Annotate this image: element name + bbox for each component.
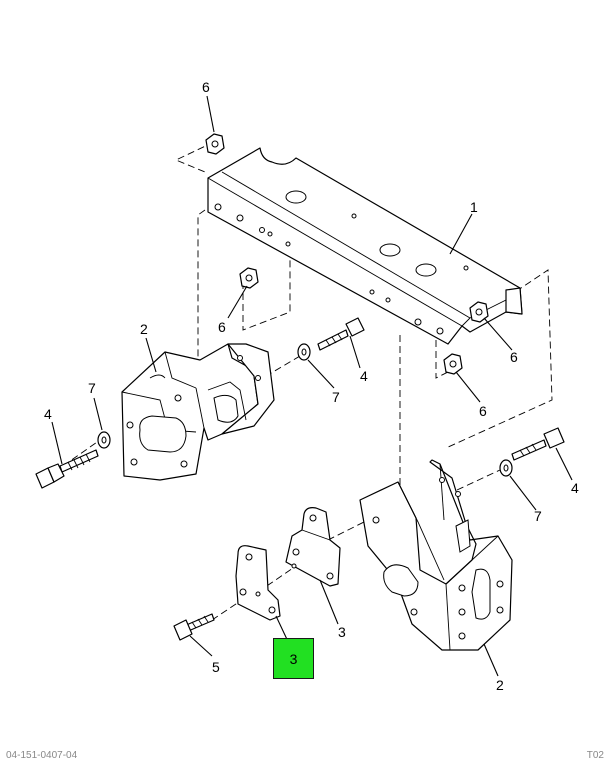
callout-4-center: 4 [360,368,368,384]
washer-part [499,459,513,477]
callout-7-right: 7 [534,508,542,524]
callout-2-left: 2 [140,321,148,337]
bolt-part [173,613,215,641]
footer-drawing-number: 04-151-0407-04 [6,750,78,761]
callout-6-mid-left: 6 [218,319,226,335]
bolt-part [317,317,365,351]
callout-3-center: 3 [338,624,346,640]
callout-1: 1 [470,199,478,215]
highlighted-callout-3[interactable]: 3 [273,638,314,679]
bolt-part [35,449,99,489]
spacer-plate-part [235,545,281,621]
flange-nut-part [205,133,225,155]
right-bracket-part [359,459,513,651]
callout-6-lower-right: 6 [479,403,487,419]
callout-leader-lines [51,95,573,677]
bolt-part [511,427,565,461]
callout-4-right: 4 [571,480,579,496]
callout-4-left: 4 [44,406,52,422]
flange-nut-part [239,267,259,289]
callout-7-center: 7 [332,389,340,405]
spacer-plate-part [285,507,341,587]
flange-nut-part [469,301,489,323]
washer-part [97,431,111,449]
callout-6-top: 6 [202,79,210,95]
callout-2-bottom: 2 [496,677,504,693]
left-bracket-part [121,343,275,481]
callout-6-right: 6 [510,349,518,365]
footer-sheet-code: T02 [586,750,604,761]
flange-nut-part [443,353,463,375]
callout-7-left: 7 [88,380,96,396]
callout-5: 5 [212,659,220,675]
washer-part [297,343,311,361]
